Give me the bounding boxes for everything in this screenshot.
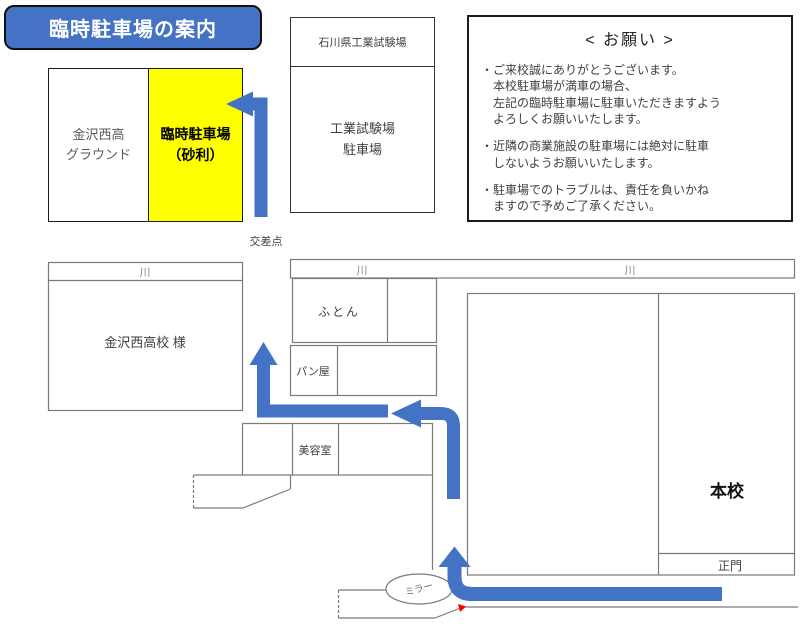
futon-label: ふとん (318, 305, 360, 319)
map-outlines (47, 258, 798, 619)
mirror-label: ミラー (404, 580, 434, 598)
test-site-box: 石川県工業試験場 工業試験場 駐車場 (290, 17, 435, 213)
futon-shop (291, 277, 438, 344)
red-entrance-marker (458, 604, 466, 612)
ground-label: 金沢西高 グラウンド (49, 69, 148, 221)
salon-label: 美容室 (299, 443, 332, 457)
route-arrow-bottom (438, 546, 722, 601)
notice-item-2: ・近隣の商業施設の駐車場には絶対に駐車 しないようお願いいたします。 (481, 139, 710, 170)
main-school-block (466, 292, 796, 576)
mirror-ellipse (385, 573, 453, 605)
main-building-label: 本校 (710, 481, 745, 501)
school-block (47, 261, 244, 412)
school-label: 金沢西高校 様 (104, 335, 186, 350)
bakery-shop (289, 344, 438, 397)
route-arrow-to-intersection (249, 342, 388, 418)
river-label-right: 川 (625, 265, 636, 277)
intersection-label: 交差点 (250, 234, 283, 248)
temp-parking-area: 臨時駐車場 （砂利） (148, 69, 242, 221)
test-site-parking-label: 工業試験場 駐車場 (329, 120, 395, 157)
beauty-salon (291, 422, 434, 476)
river-strip (289, 258, 796, 279)
test-site-header: 石川県工業試験場 (291, 18, 434, 67)
notice-item-1: ・ご来校誠にありがとうございます。 本校駐車場が満車の場合、 左記の臨時駐車場に… (481, 63, 722, 126)
notice-box: < お願い > ・ご来校誠にありがとうございます。 本校駐車場が満車の場合、 左… (467, 15, 793, 222)
notice-item-3: ・駐車場でのトラブルは、責任を負いかね ますので予めご了承ください。 (481, 182, 710, 214)
road-lines (192, 422, 798, 619)
river-label-middle: 川 (357, 265, 368, 277)
main-gate-label: 正門 (718, 559, 742, 573)
page-title: 臨時駐車場の案内 (4, 5, 262, 50)
route-arrow-side-road (391, 399, 460, 499)
bakery-label: パン屋 (296, 365, 330, 378)
ground-parking-box: 金沢西高 グラウンド 臨時駐車場 （砂利） (48, 68, 243, 222)
river-label-left: 川 (140, 267, 151, 279)
notice-title: < お願い > (585, 32, 675, 49)
